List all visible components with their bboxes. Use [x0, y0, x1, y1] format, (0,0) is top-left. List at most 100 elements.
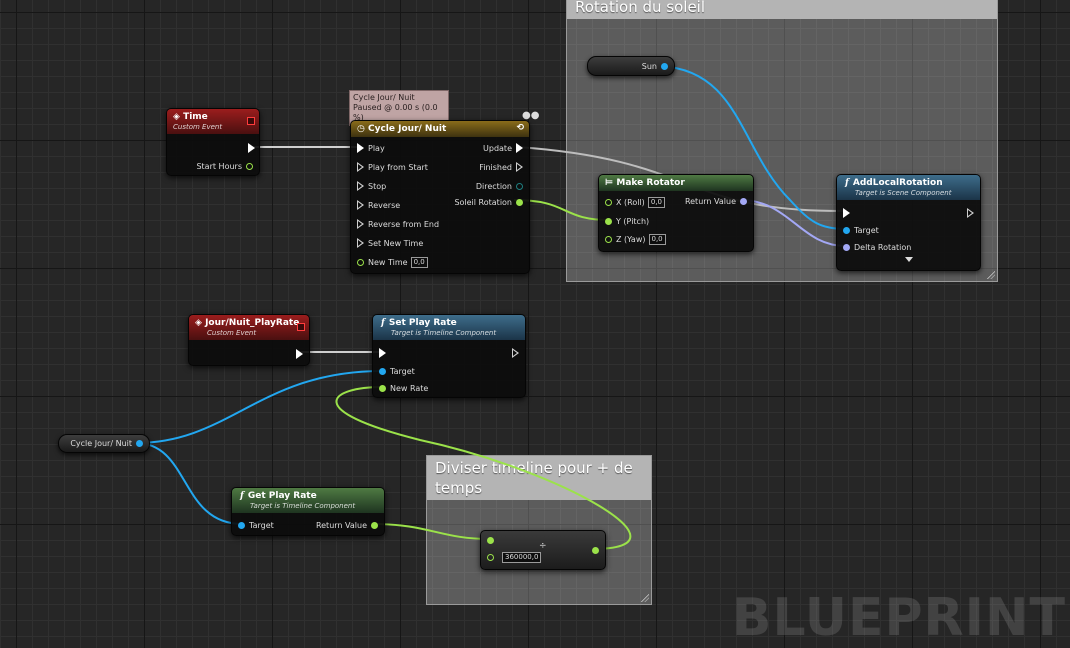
pin-exec-in[interactable]: [843, 207, 850, 219]
pin-exec-out[interactable]: [296, 348, 303, 360]
pin-exec-in[interactable]: [379, 347, 386, 359]
exec-pin-icon[interactable]: [296, 349, 303, 359]
exec-pin-icon[interactable]: [357, 181, 364, 191]
pin-target[interactable]: Target: [843, 224, 883, 236]
node-timeline-cycle[interactable]: ◷ Cycle Jour/ Nuit ⟲ Play Play from Star…: [350, 120, 530, 274]
exec-pin-icon[interactable]: [967, 208, 974, 218]
pin-b[interactable]: 360000,0: [487, 551, 542, 563]
resize-grip[interactable]: [987, 271, 995, 279]
pin-delta-rotation[interactable]: Delta Rotation: [843, 241, 915, 253]
pin-exec-out[interactable]: [512, 347, 519, 359]
pin-label: Return Value: [315, 520, 367, 530]
float-pin-icon[interactable]: [371, 521, 378, 529]
struct-pin-icon[interactable]: [740, 197, 747, 205]
object-pin-icon[interactable]: [379, 367, 386, 375]
pin-exec-out[interactable]: [967, 207, 974, 219]
exec-pin-icon[interactable]: [843, 208, 850, 218]
pin-z-yaw[interactable]: Z (Yaw) 0,0: [605, 233, 666, 245]
object-pin-icon[interactable]: [661, 62, 668, 70]
float-pin-icon[interactable]: [605, 198, 612, 206]
node-time-event[interactable]: ◈ Time Custom Event Start Hours: [166, 108, 260, 176]
enum-pin-icon[interactable]: [516, 182, 523, 190]
exec-pin-icon[interactable]: [357, 143, 364, 153]
pin-label: Reverse from End: [368, 219, 440, 229]
pin-return-value[interactable]: Return Value: [312, 519, 378, 531]
pin-x-roll[interactable]: X (Roll) 0,0: [605, 196, 665, 208]
delegate-pin-icon[interactable]: [297, 323, 305, 331]
new-time-input[interactable]: 0,0: [410, 256, 428, 268]
float-pin-icon[interactable]: [487, 536, 494, 544]
resize-grip[interactable]: [641, 594, 649, 602]
pin-label: Set New Time: [368, 238, 424, 248]
divisor-input[interactable]: 360000,0: [502, 551, 542, 563]
pin-soleil-rotation[interactable]: Soleil Rotation: [450, 196, 523, 208]
x-roll-input[interactable]: 0,0: [647, 196, 665, 208]
comment-diviser-timeline[interactable]: Diviser timeline pour + de temps: [426, 455, 652, 605]
pin-result[interactable]: [592, 544, 599, 556]
object-pin-icon[interactable]: [238, 521, 245, 529]
pin-return-value[interactable]: Return Value: [681, 195, 747, 207]
pin-finished[interactable]: Finished: [475, 161, 523, 173]
float-pin-icon[interactable]: [246, 162, 253, 170]
float-pin-icon[interactable]: [592, 546, 599, 554]
node-header: ◈ Jour/Nuit_PlayRate Custom Event: [189, 315, 309, 340]
float-pin-icon[interactable]: [487, 553, 494, 561]
exec-pin-icon[interactable]: [512, 348, 519, 358]
pin-play[interactable]: Play: [357, 142, 389, 154]
pin-start-hours[interactable]: Start Hours: [192, 160, 253, 172]
pin-exec-out[interactable]: [248, 142, 255, 154]
pin-direction[interactable]: Direction: [472, 180, 523, 192]
pin-y-pitch[interactable]: Y (Pitch): [605, 215, 653, 227]
node-cycle-variable[interactable]: Cycle Jour/ Nuit: [58, 434, 150, 453]
node-title: Cycle Jour/ Nuit: [368, 124, 447, 134]
node-title: AddLocalRotation: [852, 178, 943, 188]
exec-pin-icon[interactable]: [248, 143, 255, 153]
node-divide[interactable]: ÷ 360000,0: [480, 530, 606, 570]
pin-update[interactable]: Update: [479, 142, 523, 154]
float-pin-icon[interactable]: [379, 384, 386, 392]
node-subtitle: Target is Timeline Component: [250, 502, 356, 510]
z-yaw-input[interactable]: 0,0: [648, 233, 666, 245]
pin-stop[interactable]: Stop: [357, 180, 390, 192]
struct-pin-icon[interactable]: [843, 243, 850, 251]
object-pin-icon[interactable]: [136, 440, 143, 447]
pin-new-time[interactable]: New Time 0,0: [357, 256, 428, 268]
exec-pin-icon[interactable]: [357, 238, 364, 248]
pin-target[interactable]: Target: [238, 519, 278, 531]
delegate-pin-icon[interactable]: [247, 117, 255, 125]
struct-icon: ⊨: [605, 178, 614, 188]
exec-pin-icon[interactable]: [516, 143, 523, 153]
exec-pin-icon[interactable]: [357, 200, 364, 210]
node-title: Make Rotator: [616, 178, 685, 188]
pin-set-new-time[interactable]: Set New Time: [357, 237, 427, 249]
pin-new-rate[interactable]: New Rate: [379, 382, 432, 394]
exec-pin-icon[interactable]: [357, 162, 364, 172]
object-pin-icon[interactable]: [843, 226, 850, 234]
float-pin-icon[interactable]: [516, 198, 523, 206]
pin-a[interactable]: [487, 534, 494, 546]
pin-label: Start Hours: [196, 161, 242, 171]
pin-label: Stop: [368, 181, 387, 191]
pin-reverse[interactable]: Reverse: [357, 199, 404, 211]
function-icon: f: [381, 318, 385, 328]
expand-arrow-icon[interactable]: [905, 257, 913, 262]
node-playrate-event[interactable]: ◈ Jour/Nuit_PlayRate Custom Event: [188, 314, 310, 366]
pin-play-from-start[interactable]: Play from Start: [357, 161, 432, 173]
exec-pin-icon[interactable]: [379, 348, 386, 358]
node-sun-variable[interactable]: Sun: [587, 56, 675, 76]
exec-pin-icon[interactable]: [357, 219, 364, 229]
pin-target[interactable]: Target: [379, 365, 419, 377]
pin-label: Play from Start: [368, 162, 428, 172]
node-title: Time: [183, 112, 208, 122]
pin-reverse-from-end[interactable]: Reverse from End: [357, 218, 443, 230]
float-pin-icon[interactable]: [357, 258, 364, 266]
node-header: ⊨ Make Rotator: [599, 175, 753, 191]
object-wire-sun-to-target: [659, 65, 847, 230]
exec-pin-icon[interactable]: [516, 162, 523, 172]
node-make-rotator[interactable]: ⊨ Make Rotator X (Roll) 0,0 Y (Pitch) Z …: [598, 174, 754, 252]
float-pin-icon[interactable]: [605, 235, 612, 243]
float-pin-icon[interactable]: [605, 217, 612, 225]
